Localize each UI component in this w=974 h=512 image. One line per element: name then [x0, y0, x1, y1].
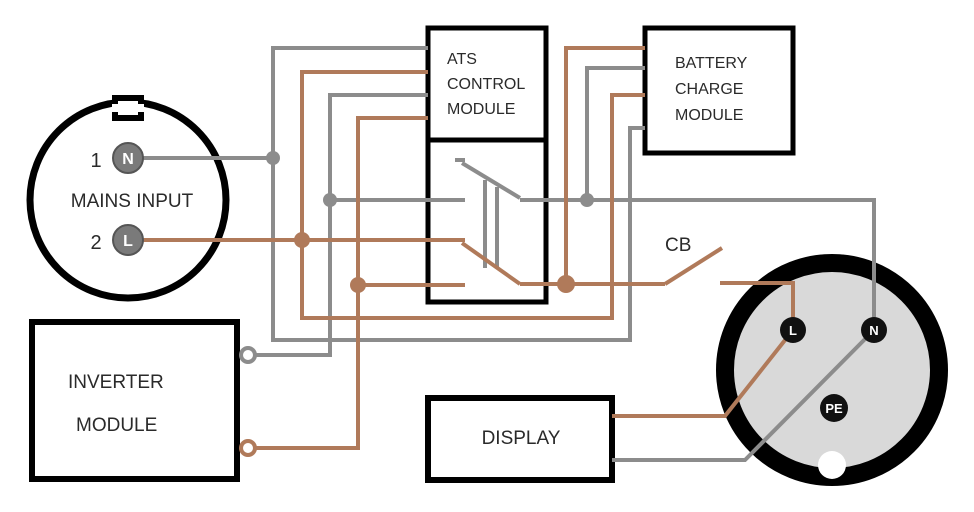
svg-text:L: L	[789, 323, 797, 338]
socket-pin-n: N	[861, 317, 887, 343]
svg-text:N: N	[869, 323, 878, 338]
ats-line1: ATS	[447, 51, 477, 68]
svg-text:PE: PE	[825, 401, 843, 416]
socket-pin-l: L	[780, 317, 806, 343]
live-wires	[128, 46, 795, 450]
inverter-module-box	[29, 319, 240, 482]
battery-line2: CHARGE	[675, 81, 743, 98]
inverter-live-terminal	[239, 439, 257, 457]
display-box	[425, 395, 615, 483]
svg-text:L: L	[123, 233, 133, 250]
mains-input-plug	[26, 95, 230, 302]
mains-input-label: MAINS INPUT	[71, 191, 194, 212]
svg-text:N: N	[122, 151, 134, 168]
junction-dots	[266, 151, 594, 293]
mains-pin2-number: 2	[90, 232, 101, 254]
inverter-line1: INVERTER	[68, 372, 164, 393]
ats-control-module-box	[425, 25, 549, 143]
battery-line1: BATTERY	[675, 55, 748, 72]
battery-line3: MODULE	[675, 107, 743, 124]
ats-line2: CONTROL	[447, 76, 525, 93]
ats-line3: MODULE	[447, 101, 515, 118]
socket-pin-pe: PE	[820, 394, 848, 422]
mains-pin-n: N	[112, 142, 144, 174]
neutral-wires	[128, 46, 876, 462]
inverter-neutral-terminal	[239, 346, 257, 364]
mains-pin-l: L	[112, 224, 144, 256]
battery-charge-module-box	[642, 25, 796, 156]
display-label: DISPLAY	[482, 428, 561, 449]
circuit-breaker-label: CB	[665, 235, 691, 256]
inverter-line2: MODULE	[76, 415, 157, 436]
mains-pin1-number: 1	[90, 150, 101, 172]
